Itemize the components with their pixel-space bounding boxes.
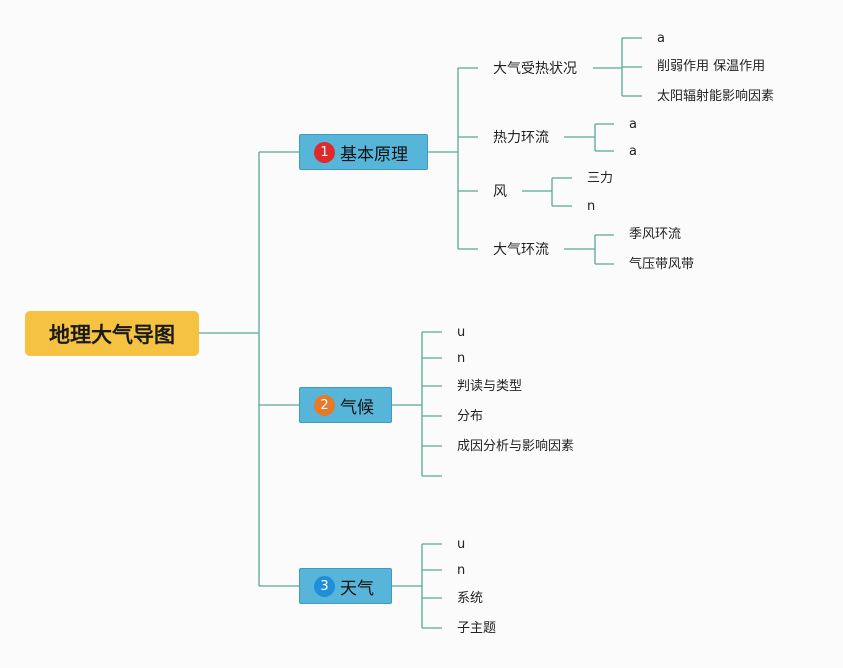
leaf-topic[interactable]: n	[457, 351, 466, 366]
branch-label: 气候	[340, 397, 374, 418]
topic-atmosphere-heating[interactable]: 大气受热状况	[493, 61, 577, 77]
leaf-topic[interactable]: u	[457, 325, 466, 340]
branch-label: 天气	[340, 578, 374, 599]
leaf-topic[interactable]: a	[629, 144, 637, 159]
leaf-topic[interactable]: 分布	[457, 409, 484, 424]
leaf-topic[interactable]: 气压带风带	[629, 257, 695, 272]
topic-thermal-circulation[interactable]: 热力环流	[493, 130, 549, 146]
topic-wind[interactable]: 风	[493, 184, 507, 200]
leaf-topic[interactable]: n	[587, 199, 596, 214]
leaf-topic[interactable]: u	[457, 537, 466, 552]
leaf-topic[interactable]: a	[629, 117, 637, 132]
leaf-topic[interactable]: n	[457, 563, 466, 578]
leaf-topic[interactable]: 子主题	[457, 621, 497, 636]
branch-node-climate[interactable]: 2 气候	[299, 387, 392, 423]
leaf-topic[interactable]: 季风环流	[629, 227, 682, 242]
leaf-topic[interactable]: 系统	[457, 591, 484, 606]
leaf-topic[interactable]: a	[657, 31, 665, 46]
topic-atmospheric-circulation[interactable]: 大气环流	[493, 242, 549, 258]
number-badge: 3	[314, 575, 335, 597]
leaf-topic[interactable]: 太阳辐射能影响因素	[657, 89, 775, 104]
leaf-topic[interactable]: 削弱作用 保温作用	[657, 59, 766, 74]
branch-node-basic-principles[interactable]: 1 基本原理	[299, 134, 428, 170]
number-badge: 2	[314, 394, 335, 416]
number-badge: 1	[314, 141, 335, 163]
leaf-topic[interactable]: 三力	[587, 171, 614, 186]
leaf-topic[interactable]: 判读与类型	[457, 379, 523, 394]
root-node[interactable]: 地理大气导图	[25, 311, 199, 356]
branch-label: 基本原理	[340, 144, 408, 165]
leaf-topic[interactable]: 成因分析与影响因素	[457, 439, 575, 454]
branch-node-weather[interactable]: 3 天气	[299, 568, 392, 604]
